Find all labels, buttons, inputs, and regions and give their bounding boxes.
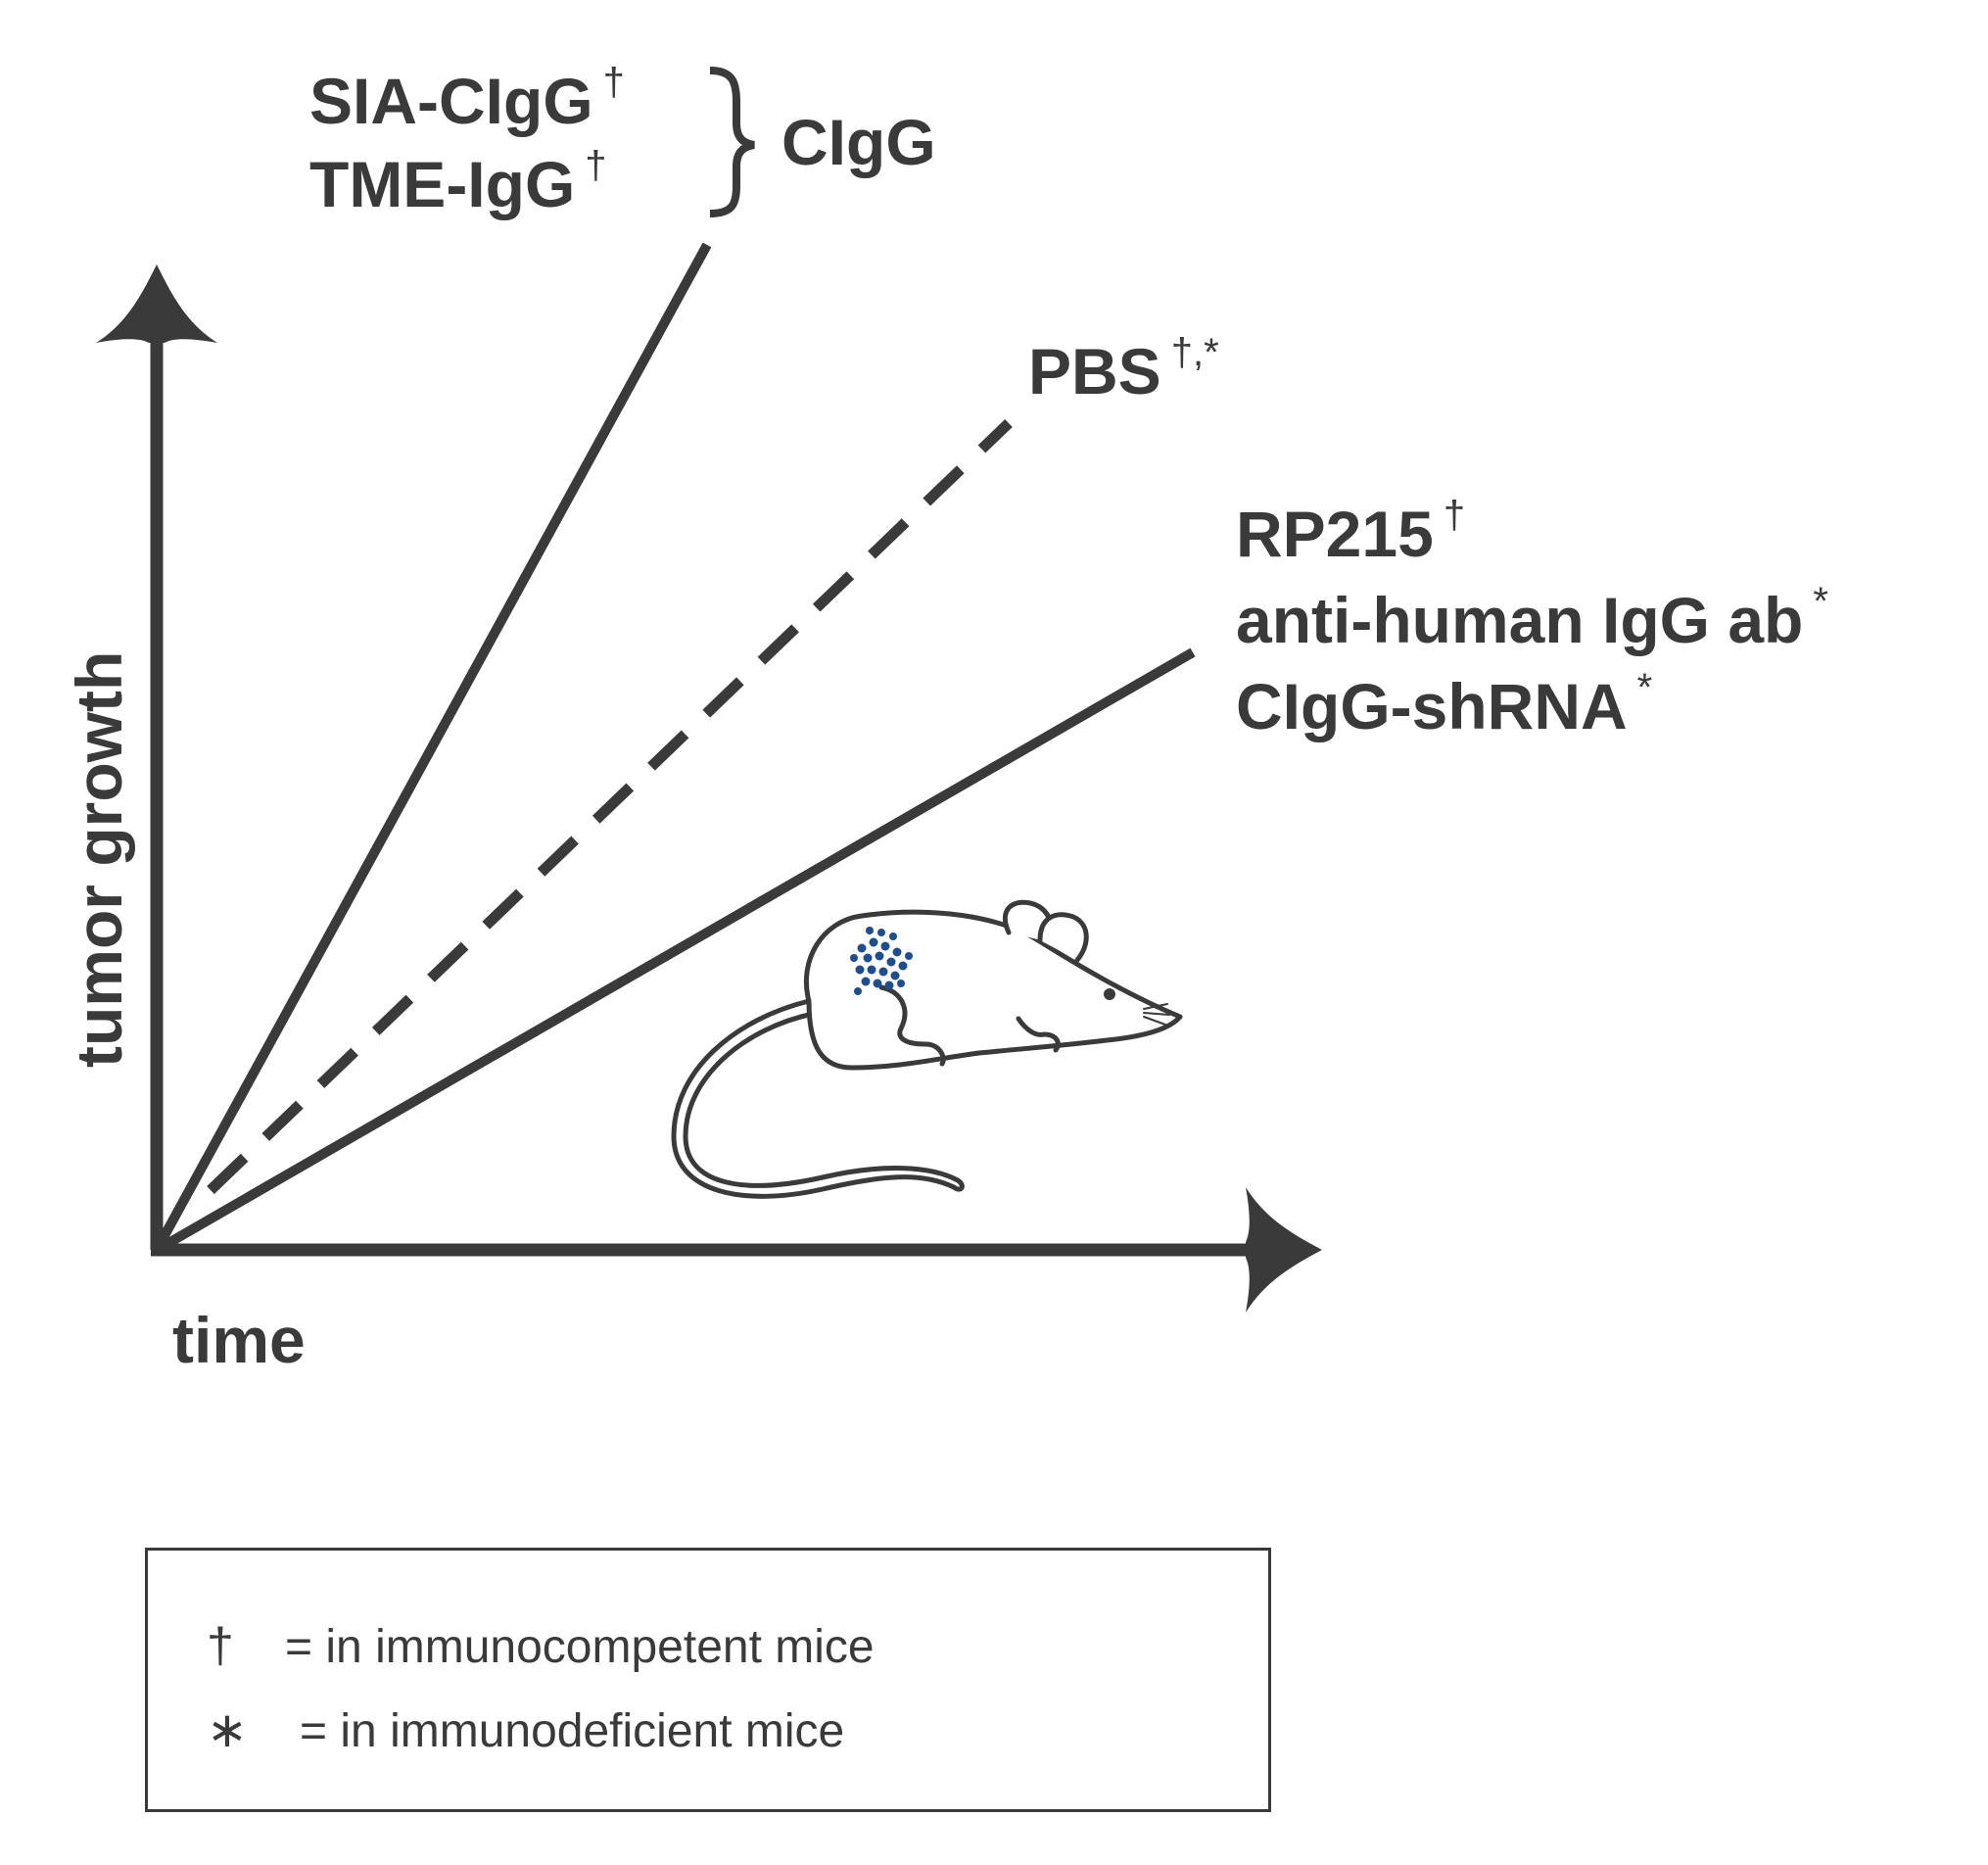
label-tme-igg: TME-IgG† <box>309 146 607 216</box>
label-tme-igg-mark: † <box>585 144 607 187</box>
label-pbs: PBS†,* <box>1028 333 1219 404</box>
line-cigg-high <box>152 242 712 1253</box>
label-rp215: RP215† <box>1236 496 1465 566</box>
legend: † = in immunocompetent mice ∗ = in immunod… <box>145 1548 1271 1812</box>
label-rp215-text: RP215 <box>1236 498 1434 570</box>
mouse-eye <box>1104 988 1115 1000</box>
mouse-hind-leg <box>878 984 946 1067</box>
y-axis-arrowhead-icon <box>96 264 217 343</box>
y-axis-label: tumor growth <box>63 650 135 1068</box>
label-cigg-shrna-text: CIgG-shRNA <box>1236 670 1628 742</box>
mouse-ear-front <box>1037 912 1089 963</box>
mouse-tail <box>671 998 965 1199</box>
mouse-front-leg <box>1016 1016 1061 1053</box>
mouse-whiskers <box>1143 1003 1170 1026</box>
label-sia-cigg-mark: † <box>602 61 625 104</box>
legend-text-immunocompetent: = in immunocompetent mice <box>285 1621 875 1673</box>
legend-row-immunocompetent: † = in immunocompetent mice <box>207 1617 875 1674</box>
label-pbs-mark: †,* <box>1170 331 1219 374</box>
curly-brace-icon <box>709 67 755 217</box>
label-anti-human-igg-text: anti-human IgG ab <box>1236 584 1804 656</box>
label-cigg-shrna: CIgG-shRNA* <box>1236 668 1652 739</box>
mouse-body <box>803 909 1183 1071</box>
axes <box>150 313 1293 1257</box>
line-pbs-dashed <box>207 419 1013 1194</box>
label-rp215-mark: † <box>1443 494 1466 537</box>
label-cigg-bracket: CIgG <box>781 106 936 178</box>
label-cigg-shrna-mark: * <box>1636 666 1653 709</box>
mouse-with-tumor-icon <box>671 899 1183 1199</box>
tumor-icon <box>850 927 913 995</box>
label-sia-cigg-text: SIA-CIgG <box>309 65 593 137</box>
label-sia-cigg: SIA-CIgG† <box>309 63 625 133</box>
label-anti-human-igg: anti-human IgG ab* <box>1236 582 1828 652</box>
legend-text-immunodeficient: = in immunodeficient mice <box>300 1705 845 1757</box>
line-low <box>154 647 1196 1255</box>
label-tme-igg-text: TME-IgG <box>309 148 576 220</box>
legend-row-immunodeficient: ∗ = in immunodeficient mice <box>207 1701 844 1758</box>
asterisk-icon: ∗ <box>207 1702 248 1757</box>
dagger-icon: † <box>207 1618 234 1673</box>
label-anti-human-igg-mark: * <box>1813 580 1828 623</box>
label-pbs-text: PBS <box>1028 335 1161 407</box>
x-axis-label: time <box>172 1304 306 1376</box>
x-axis-arrowhead-icon <box>1246 1187 1322 1313</box>
